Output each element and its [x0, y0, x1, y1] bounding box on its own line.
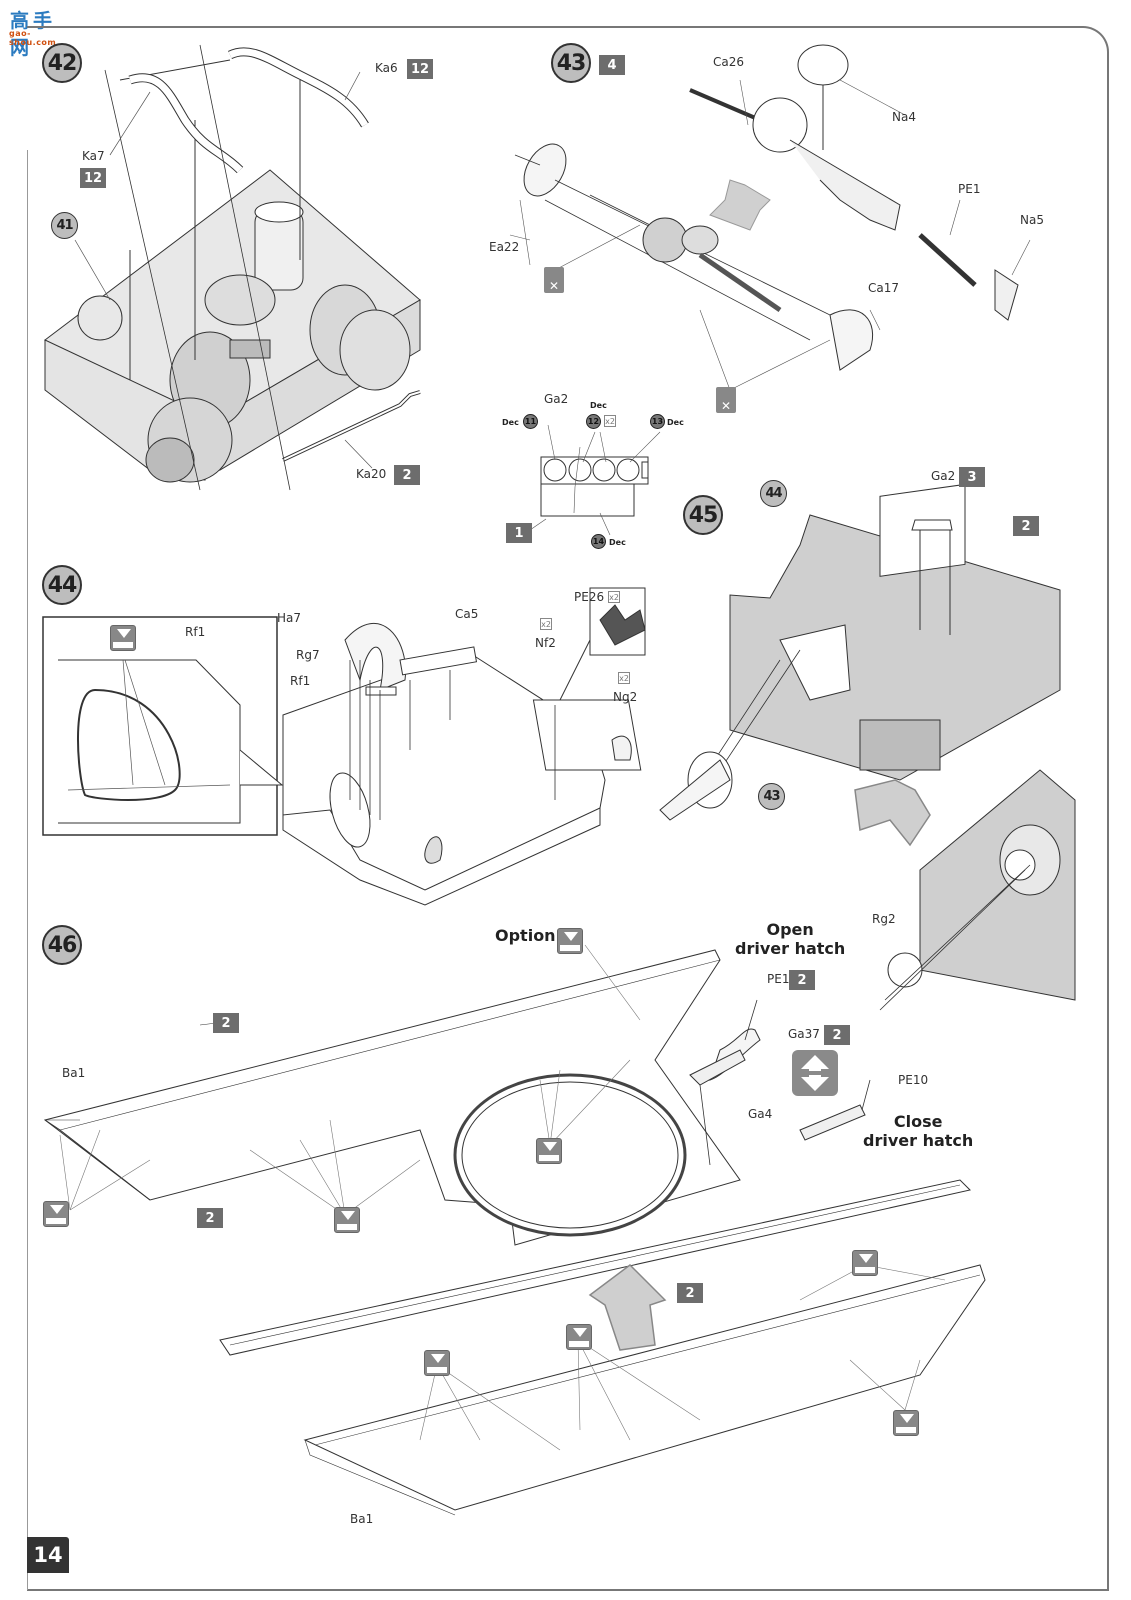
part-label-rg7: Rg7	[296, 648, 320, 662]
decal-11: 11	[523, 414, 538, 429]
part-label-rf1: Rf1	[290, 674, 311, 688]
no-glue-icon: ✕	[544, 267, 564, 293]
glue-icon	[110, 625, 136, 651]
glue-icon	[43, 1201, 69, 1227]
part-label-pe26: PE26	[574, 590, 605, 604]
step-43-circle: 43	[551, 43, 591, 83]
qty-ga37: 2	[824, 1025, 850, 1045]
glue-icon	[893, 1410, 919, 1436]
decal-label: Dec	[609, 538, 626, 547]
option-label: Option	[495, 926, 556, 945]
glue-icon	[566, 1324, 592, 1350]
hull-plate-46-drawing	[43, 944, 986, 1516]
step-41-reference: 41	[51, 212, 78, 239]
part-label-rg2: Rg2	[872, 912, 896, 926]
step-42-circle: 42	[42, 43, 82, 83]
qty-step-43: 4	[599, 55, 625, 75]
qty-box: 2	[213, 1013, 239, 1033]
decal-label: Dec	[667, 418, 684, 427]
step-43-reference: 43	[758, 783, 785, 810]
mg-assembly-drawing	[509, 44, 1031, 391]
decal-13: 13	[650, 414, 665, 429]
close-driver-hatch-label: Close driver hatch	[863, 1112, 974, 1150]
part-label-ba1-bottom: Ba1	[350, 1512, 374, 1526]
part-label-ka6: Ka6	[375, 61, 398, 75]
qty-ka20: 2	[394, 465, 420, 485]
qty-pe10: 2	[789, 970, 815, 990]
page-number: 14	[27, 1537, 69, 1573]
multiplier-ng2: x2	[618, 672, 630, 684]
part-label-ga2: Ga2	[544, 392, 569, 406]
inset-box	[42, 616, 284, 836]
open-close-toggle-icon	[792, 1050, 838, 1096]
decal-label: Dec	[502, 418, 519, 427]
part-label-ca5: Ca5	[455, 607, 479, 621]
qty-ka6: 12	[407, 59, 434, 79]
page-border-left	[27, 150, 28, 1590]
rf1-plate-drawing	[282, 587, 646, 906]
decal-12: 12	[586, 414, 601, 429]
decal-label: Dec	[590, 401, 607, 410]
qty-step-45-plate: 2	[1013, 516, 1039, 536]
part-label-pe1: PE1	[958, 182, 981, 196]
glue-icon	[334, 1207, 360, 1233]
glue-icon	[852, 1250, 878, 1276]
part-label-ca26: Ca26	[713, 55, 745, 69]
qty-ka7: 12	[80, 168, 107, 188]
step-44-circle: 44	[42, 565, 82, 605]
part-label-nf2: Nf2	[535, 636, 556, 650]
engine-bay-drawing	[44, 44, 421, 491]
multiplier-pe26: x2	[608, 591, 620, 603]
part-label-na5: Na5	[1020, 213, 1044, 227]
part-label-ka20: Ka20	[356, 467, 387, 481]
part-label-ea22: Ea22	[489, 240, 520, 254]
part-label-ka7: Ka7	[82, 149, 105, 163]
glue-icon	[424, 1350, 450, 1376]
part-label-ga4: Ga4	[748, 1107, 773, 1121]
step-45-circle: 45	[683, 495, 723, 535]
part-label-na4: Na4	[892, 110, 916, 124]
part-label-ga37: Ga37	[788, 1027, 820, 1041]
step-46-circle: 46	[42, 925, 82, 965]
no-glue-icon: ✕	[716, 387, 736, 413]
page-border	[27, 26, 1109, 1591]
open-driver-hatch-label: Open driver hatch	[735, 920, 846, 958]
hull-plate-45-drawing	[659, 483, 1076, 1011]
part-label-rf1-inset: Rf1	[185, 625, 206, 639]
glue-icon	[557, 928, 583, 954]
step-44-reference: 44	[760, 480, 787, 507]
part-label-ba1-top: Ba1	[62, 1066, 86, 1080]
multiplier-x2: x2	[604, 415, 616, 427]
part-label-ha7: Ha7	[277, 611, 302, 625]
multiplier-nf2: x2	[540, 618, 552, 630]
part-label-ca17: Ca17	[868, 281, 900, 295]
qty-box: 2	[197, 1208, 223, 1228]
qty-ga2-45: 3	[959, 467, 985, 487]
decal-14: 14	[591, 534, 606, 549]
qty-decal-panel: 1	[506, 523, 532, 543]
part-label-pe10-close: PE10	[898, 1073, 929, 1087]
glue-icon	[536, 1138, 562, 1164]
up-down-arrows-icon	[801, 1055, 829, 1091]
decal-panel-drawing	[529, 424, 661, 536]
part-label-ga2-45: Ga2	[931, 469, 956, 483]
part-label-ng2: Ng2	[613, 690, 638, 704]
qty-box: 2	[677, 1283, 703, 1303]
